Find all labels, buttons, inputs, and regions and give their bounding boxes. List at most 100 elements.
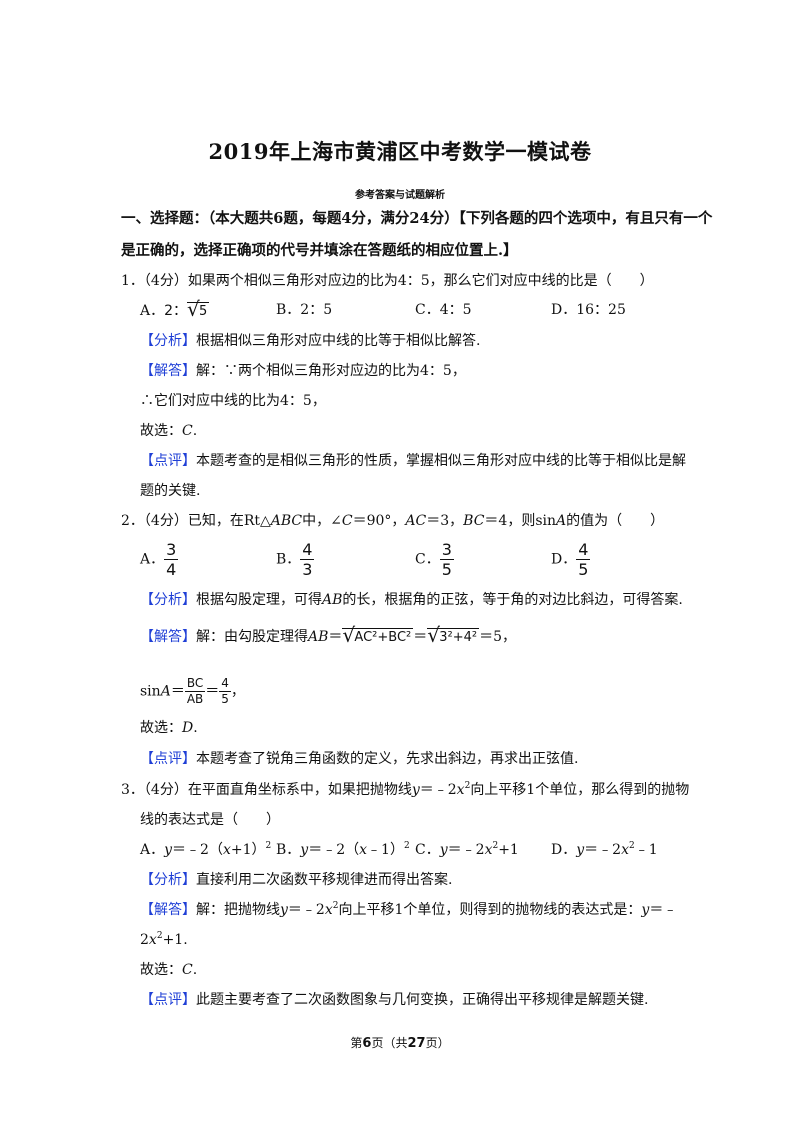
var: x	[324, 902, 333, 918]
text: +1）	[230, 842, 266, 858]
denominator: 5	[578, 560, 589, 579]
text: 2	[140, 932, 149, 948]
var: y	[280, 902, 288, 918]
text: +1.	[162, 932, 188, 948]
section-heading-line1: 一、选择题：（本大题共6题，每题4分，满分24分）【下列各题的四个选项中，有且只…	[121, 210, 713, 227]
q2-stem-var: BC	[463, 513, 485, 529]
analysis-tag: 【分析】	[140, 872, 196, 888]
denominator: 4	[166, 560, 177, 579]
footer-text: 第	[350, 1036, 363, 1050]
q3-stem-part: ＝﹣2	[419, 782, 457, 798]
q2-answer-sqrt2: √3²+4²	[427, 623, 480, 647]
text: ＝﹣2	[287, 902, 325, 918]
q1-choice-end: .	[192, 423, 198, 439]
q2-answer-eq: ＝	[413, 629, 428, 645]
total-pages: 27	[407, 1036, 426, 1051]
q3-comment: 【点评】此题主要考查了二次函数图象与几何变换，正确得出平移规律是解题关键.	[140, 990, 648, 1010]
page-subtitle: 参考答案与试题解析	[355, 190, 445, 201]
q3-answer-line2: 2x2+1.	[140, 930, 188, 950]
q3-answer-line1: 【解答】解：把抛物线y＝﹣2x2向上平移1个单位，则得到的抛物线的表达式是：y＝…	[140, 900, 677, 920]
numerator: 4	[219, 676, 231, 692]
q1-choice: 故选：C.	[140, 421, 197, 441]
var: y	[641, 902, 650, 918]
q3-option-c: C．y＝﹣2x2+1	[415, 840, 519, 860]
var: y	[164, 842, 173, 858]
sin-end: ，	[230, 683, 245, 700]
q2-option-d-label: D．	[551, 551, 577, 568]
q3-option-b: B．y＝﹣2（x﹣1）2	[276, 840, 410, 860]
var: y	[300, 842, 309, 858]
q2-answer-sqrt1: √AC²+BC²	[342, 623, 414, 647]
q2-option-a-label: A．	[140, 551, 165, 568]
page-footer: 第6页（共27页）	[0, 1034, 800, 1051]
text: ＝﹣2	[584, 842, 622, 858]
q3-option-label: C．	[415, 842, 440, 858]
q1-analysis: 【分析】根据相似三角形对应中线的比等于相似比解答.	[140, 331, 480, 351]
q2-choice: 故选：D.	[140, 718, 198, 738]
sup: 2	[403, 841, 410, 851]
q2-analysis-text: 根据勾股定理，可得	[196, 592, 322, 608]
text: ＝﹣2	[447, 842, 485, 858]
denominator: 3	[302, 560, 313, 579]
q3-analysis: 【分析】直接利用二次函数平移规律进而得出答案.	[140, 870, 452, 890]
sup: 2	[332, 901, 339, 911]
q2-stem-part: 2．（4分）已知，在Rt△	[121, 513, 271, 529]
q3-stem-part: 3．（4分）在平面直角坐标系中，如果把抛物线	[121, 782, 412, 798]
answer-tag: 【解答】	[140, 363, 196, 379]
numerator: 3	[164, 540, 179, 560]
var: y	[439, 842, 448, 858]
denominator: AB	[186, 692, 204, 706]
q3-stem-var: y	[411, 782, 420, 798]
q3-choice-end: .	[192, 962, 198, 978]
q1-comment: 【点评】本题考查的是相似三角形的性质，掌握相似三角形对应中线的比等于相似比是解	[140, 451, 686, 471]
q2-choice-label: 故选：	[140, 720, 182, 736]
var: y	[576, 842, 585, 858]
q1-comment-line1: 本题考查的是相似三角形的性质，掌握相似三角形对应中线的比等于相似比是解	[196, 453, 686, 469]
q2-stem-part: ＝4，则sin	[484, 513, 557, 529]
var: x	[484, 842, 493, 858]
q1-choice-letter: C	[182, 423, 193, 439]
q2-analysis-text: 的长，根据角的正弦，等于角的对边比斜边，可得答案.	[342, 592, 683, 608]
q1-comment-line2: 题的关键.	[140, 483, 201, 499]
q2-analysis: 【分析】根据勾股定理，可得AB的长，根据角的正弦，等于角的对边比斜边，可得答案.	[140, 590, 683, 610]
var: x	[148, 932, 157, 948]
q2-answer-var: AB	[308, 629, 329, 645]
q3-option-label: D．	[551, 842, 577, 858]
analysis-tag: 【分析】	[140, 592, 196, 608]
text: +1	[498, 842, 519, 858]
q2-answer-eq: ＝	[328, 629, 343, 645]
numerator: 3	[439, 540, 454, 560]
text: 解：把抛物线	[196, 902, 280, 918]
q1-answer: 【解答】解：∵两个相似三角形对应边的比为4：5，	[140, 361, 466, 381]
text: ＝﹣	[649, 902, 678, 918]
radicand: AC²+BC²	[342, 628, 414, 646]
q2-stem-var: ABC	[270, 513, 303, 529]
q3-option-label: A．	[140, 842, 165, 858]
text: ﹣1	[634, 842, 658, 858]
numerator: 4	[576, 540, 591, 560]
analysis-tag: 【分析】	[140, 333, 196, 349]
text: ＝﹣2（	[172, 842, 223, 858]
numerator: BC	[184, 676, 206, 692]
q3-option-a: A．y＝﹣2（x+1）2	[140, 840, 271, 860]
q2-answer-text: 解：由勾股定理得	[196, 629, 308, 645]
q3-stem-line1: 3．（4分）在平面直角坐标系中，如果把抛物线y＝﹣2x2向上平移1个单位，那么得…	[121, 780, 689, 800]
q2-stem: 2．（4分）已知，在Rt△ABC中，∠C＝90°，AC＝3，BC＝4，则sinA…	[121, 511, 664, 531]
text: ＝﹣2（	[308, 842, 360, 858]
q3-option-label: B．	[276, 842, 301, 858]
text: 向上平移1个单位，则得到的抛物线的表达式是：	[338, 902, 642, 918]
denominator: 5	[221, 692, 229, 706]
var: x	[359, 842, 368, 858]
q2-stem-part: 的值为（ ）	[566, 513, 665, 529]
q3-stem-var: x	[456, 782, 465, 798]
q3-stem-sup: 2	[464, 781, 471, 791]
q1-option-a: A．2：√5	[140, 298, 210, 321]
q2-option-c-label: C．	[415, 551, 440, 568]
